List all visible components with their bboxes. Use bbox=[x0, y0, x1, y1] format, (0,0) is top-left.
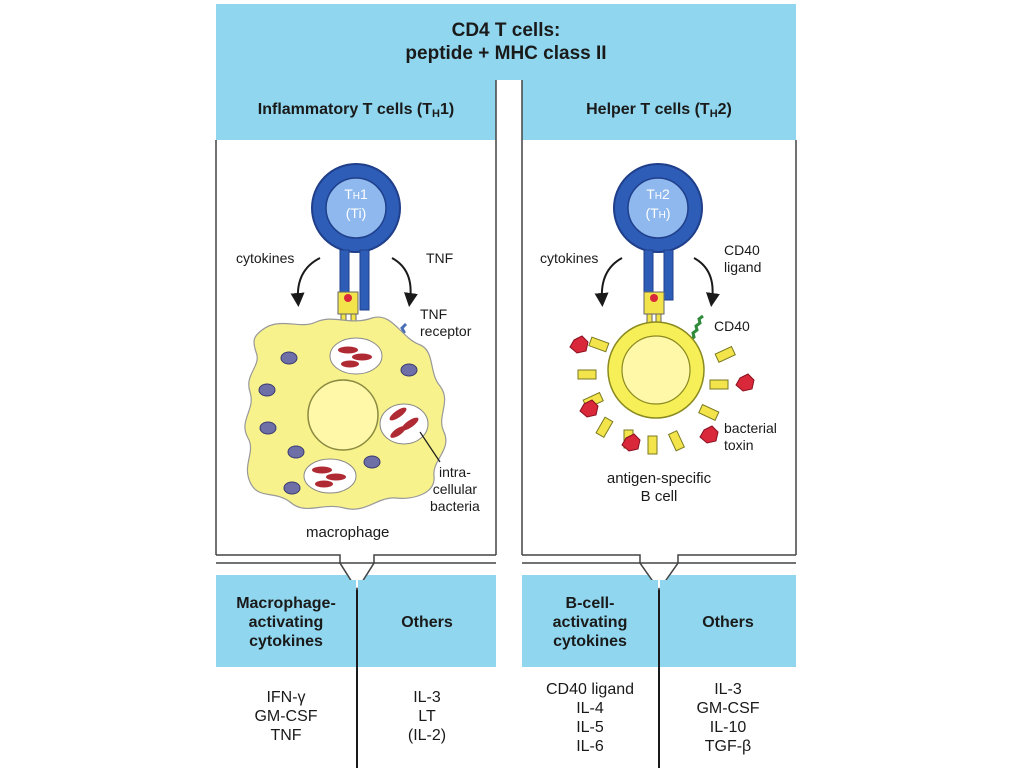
bcell-line1: antigen-specific bbox=[606, 470, 712, 487]
intracellular-bacteria-label: intra- cellular bacteria bbox=[430, 464, 480, 515]
macrophage-granules bbox=[258, 351, 418, 495]
toxin-line2: toxin bbox=[724, 437, 754, 453]
list-item: (IL-2) bbox=[407, 727, 447, 744]
th1-cell-label: TH1 (Ti) bbox=[326, 186, 386, 221]
th2-cell bbox=[613, 163, 703, 333]
bcell-cytokine-list: CD40 ligand IL-4 IL-5 IL-6 bbox=[522, 680, 658, 756]
macrophage-cytokines-head: Macrophage- activating cytokines bbox=[216, 580, 356, 664]
list-item: IL-10 bbox=[709, 719, 747, 736]
bacterial-toxins bbox=[569, 335, 755, 452]
th2-cd40l-arrow bbox=[693, 257, 720, 307]
bcell-line2: B cell bbox=[640, 488, 678, 505]
intracellular-line2: cellular bbox=[432, 481, 478, 497]
title-line-2: peptide + MHC class II bbox=[405, 43, 607, 64]
th2-label-th-sub: H bbox=[658, 210, 666, 221]
th2-cytokines-label: cytokines bbox=[540, 250, 599, 266]
tnf-receptor-line2: receptor bbox=[420, 323, 472, 339]
intracellular-line3: bacteria bbox=[430, 498, 480, 514]
title-line-1: CD4 T cells: bbox=[451, 20, 561, 41]
bcell-head-1: B-cell- bbox=[565, 594, 615, 612]
bcell-nucleus bbox=[621, 335, 691, 405]
cd40-ligand-line1: CD40 bbox=[724, 242, 760, 258]
others-left-list: IL-3 LT (IL-2) bbox=[358, 688, 496, 745]
th2-label-end: 2 bbox=[662, 186, 670, 202]
list-item: IL-5 bbox=[576, 719, 604, 736]
tnf-receptor-label: TNF receptor bbox=[420, 306, 471, 340]
mac-head-2: activating bbox=[248, 613, 324, 631]
macrophage-nucleus bbox=[307, 379, 379, 451]
others-right-head: Others bbox=[660, 580, 796, 664]
title-band: CD4 T cells: peptide + MHC class II bbox=[216, 4, 796, 80]
th2-label-sub: H bbox=[654, 191, 662, 202]
th2-header-end: 2) bbox=[717, 101, 732, 118]
th1-cell bbox=[311, 163, 401, 333]
th1-label-end: 1 bbox=[360, 186, 368, 202]
vesicle-1 bbox=[329, 337, 383, 375]
list-item: GM-CSF bbox=[696, 700, 760, 717]
list-item: IL-3 bbox=[714, 681, 742, 698]
list-item: IL-4 bbox=[576, 700, 604, 717]
th1-label-ti: (Ti) bbox=[345, 205, 367, 221]
list-item: IFN-γ bbox=[266, 689, 306, 706]
th1-cytokines-label: cytokines bbox=[236, 250, 295, 266]
th1-header-sub: H bbox=[432, 108, 440, 120]
th1-header-text: Inflammatory T cells (T bbox=[257, 101, 433, 118]
bacteria-pointer bbox=[419, 431, 441, 463]
th1-tnf-arrow bbox=[391, 257, 418, 307]
others-right-list: IL-3 GM-CSF IL-10 TGF-β bbox=[660, 680, 796, 756]
bcell-head-2: activating bbox=[552, 613, 628, 631]
th2-cell-label: TH2 (TH) bbox=[628, 186, 688, 224]
cd40-label: CD40 bbox=[714, 318, 750, 334]
cd40-ligand-label: CD40 ligand bbox=[724, 242, 761, 276]
th1-label-t: T bbox=[344, 186, 353, 202]
th1-tnf-label: TNF bbox=[426, 250, 454, 266]
cd40-ligand-line2: ligand bbox=[724, 259, 762, 275]
th2-label-th-end: ) bbox=[665, 205, 671, 221]
mac-head-1: Macrophage- bbox=[236, 594, 336, 612]
macrophage-label: macrophage bbox=[306, 524, 390, 541]
vesicle-2 bbox=[379, 403, 429, 445]
mac-head-3: cytokines bbox=[249, 632, 323, 650]
bcell-cytokines-head: B-cell- activating cytokines bbox=[522, 580, 658, 664]
th1-label-sub: H bbox=[352, 191, 360, 202]
toxin-line1: bacterial bbox=[724, 420, 777, 436]
list-item: TNF bbox=[270, 727, 302, 744]
th2-header-text: Helper T cells (T bbox=[586, 101, 710, 118]
th2-label-th: (T bbox=[645, 205, 659, 221]
th1-header-end: 1) bbox=[439, 101, 455, 118]
bacterial-toxin-label: bacterial toxin bbox=[724, 420, 777, 454]
list-item: CD40 ligand bbox=[545, 681, 635, 698]
th1-cytokines-arrow bbox=[290, 257, 321, 307]
list-item: TGF-β bbox=[704, 738, 752, 755]
th2-cytokines-arrow bbox=[594, 257, 623, 307]
cd40-icon bbox=[689, 314, 704, 342]
intracellular-line1: intra- bbox=[438, 464, 471, 480]
th2-header-sub: H bbox=[709, 108, 718, 120]
tnf-receptor-line1: TNF bbox=[420, 306, 448, 322]
bcell-head-3: cytokines bbox=[553, 632, 627, 650]
bcell-label: antigen-specific B cell bbox=[584, 470, 734, 506]
list-item: LT bbox=[418, 708, 436, 725]
list-item: IL-3 bbox=[413, 689, 441, 706]
vesicle-3 bbox=[303, 458, 357, 494]
list-item: GM-CSF bbox=[254, 708, 318, 725]
th2-label-t: T bbox=[646, 186, 655, 202]
list-item: IL-6 bbox=[576, 738, 604, 755]
others-left-head: Others bbox=[358, 580, 496, 664]
macrophage-cytokine-list: IFN-γ GM-CSF TNF bbox=[216, 688, 356, 745]
